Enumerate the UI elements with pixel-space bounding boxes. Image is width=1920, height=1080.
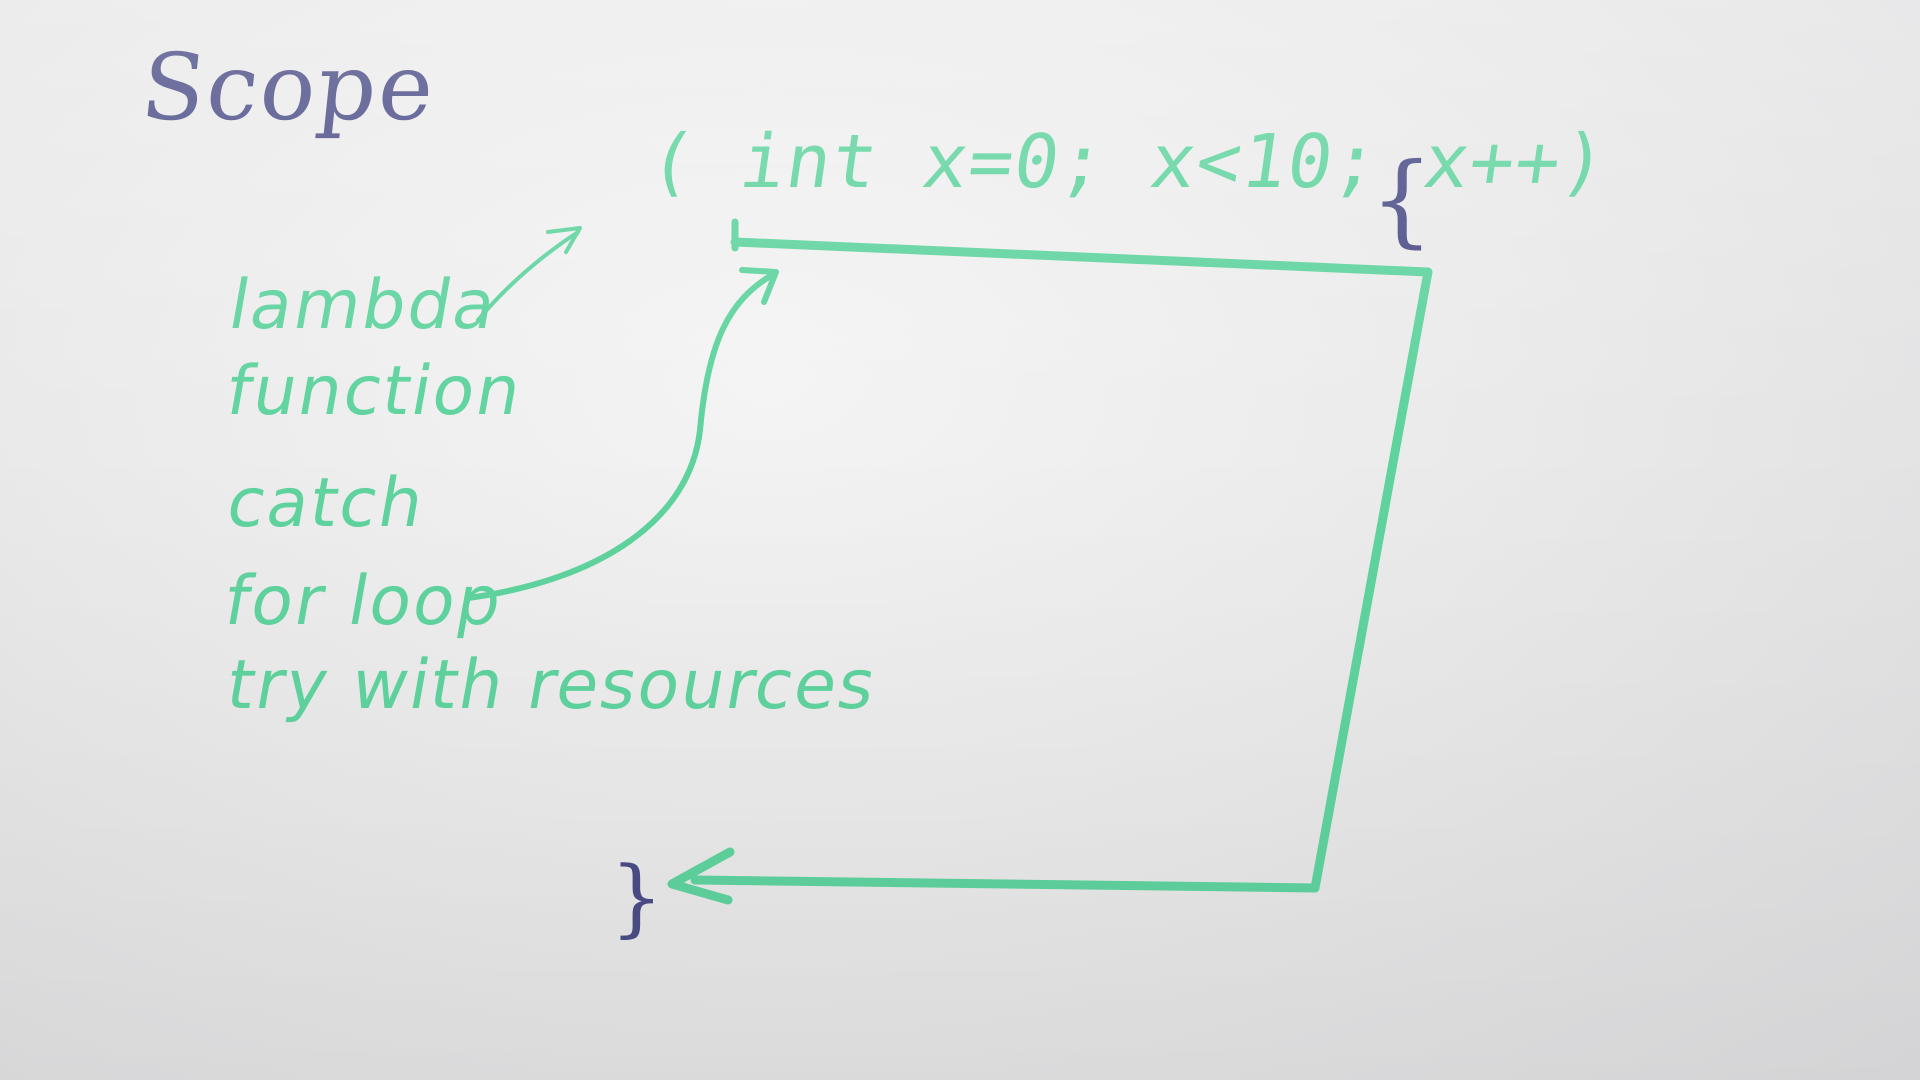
- open-brace: {: [1370, 141, 1434, 258]
- close-brace: }: [610, 848, 664, 946]
- scope-item-lambda: lambda: [223, 266, 504, 345]
- bottom-arrowhead: [667, 847, 735, 905]
- scope-item-function: function: [221, 352, 529, 431]
- for-loop-arrow: [465, 272, 775, 601]
- scope-item-for-loop: for loop: [219, 562, 510, 641]
- scope-bracket: [690, 237, 1433, 893]
- code-for-statement: ( int x=0; x<10; x++): [643, 119, 1613, 205]
- title-scope: Scope: [136, 34, 441, 141]
- lambda-arrowhead: [546, 226, 582, 254]
- scope-item-try-with-resources: try with resources: [221, 646, 883, 725]
- lambda-arrow: [476, 230, 580, 322]
- scope-item-catch: catch: [221, 464, 432, 543]
- for-loop-arrowhead: [739, 267, 779, 305]
